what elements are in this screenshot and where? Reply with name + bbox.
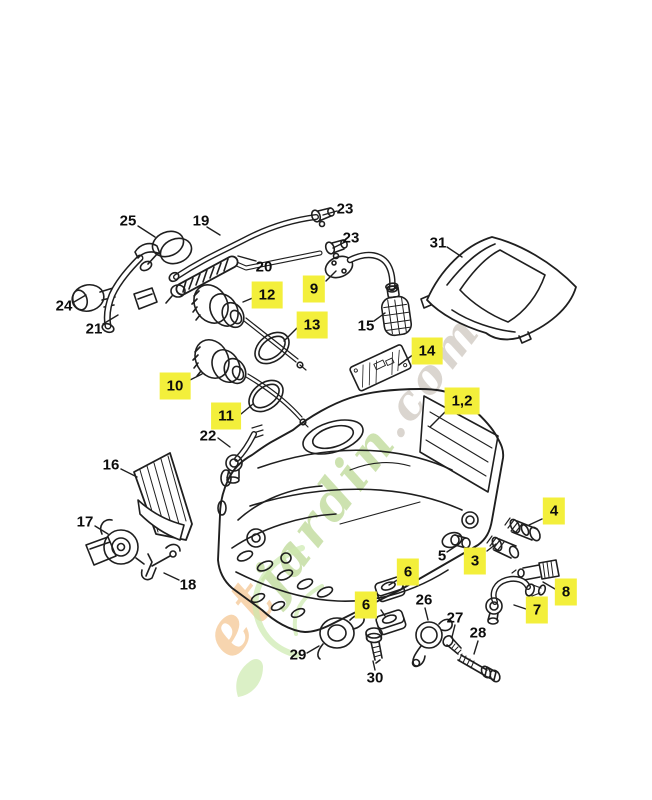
part-label-10[interactable]: 10: [159, 372, 191, 400]
part-label-30: 30: [366, 669, 384, 687]
part-label-25: 25: [119, 212, 137, 230]
part-10-oil-pump: [188, 334, 308, 427]
part-label-12[interactable]: 12: [251, 281, 283, 309]
part-label-26: 26: [415, 591, 433, 609]
part-label-29: 29: [289, 646, 307, 664]
part-23-upper-breather: [310, 207, 335, 226]
part-20-corrugated-hose: [166, 253, 320, 303]
part-7-elbow-fitting: [486, 579, 547, 624]
part-30-screw: [366, 628, 382, 663]
part-label-6-upper[interactable]: 6: [396, 558, 420, 586]
part-12-oil-pump: [187, 279, 306, 370]
part-label-4[interactable]: 4: [542, 497, 566, 525]
part-label-27: 27: [446, 609, 464, 627]
part-11-o-ring: [243, 374, 289, 418]
part-19-fuel-hose: [168, 217, 316, 283]
part-label-21: 21: [85, 320, 103, 338]
part-label-16: 16: [102, 456, 120, 474]
part-1-2-crankcase-housing: [218, 389, 503, 632]
part-26-bracket: [413, 619, 453, 666]
part-18-lever-clip: [142, 544, 180, 579]
part-label-22: 22: [199, 427, 217, 445]
part-14-label-plate: [349, 344, 412, 392]
part-label-5: 5: [437, 547, 447, 565]
watermark-leaf-swirls: [236, 548, 322, 697]
part-label-23-lower: 23: [342, 229, 360, 247]
part-label-31: 31: [429, 234, 447, 252]
part-label-23-upper: 23: [336, 200, 354, 218]
part-21-elbow-tube: [101, 244, 160, 334]
part-31-cover: [421, 237, 576, 343]
part-15-fuel-filter: [379, 281, 413, 336]
part-9-elbow-grommet: [322, 252, 397, 292]
part-label-13[interactable]: 13: [296, 311, 328, 339]
leader-lines: [74, 211, 555, 670]
part-27-screw: [441, 634, 461, 654]
part-label-24: 24: [55, 297, 73, 315]
part-label-20: 20: [255, 258, 273, 276]
part-label-28: 28: [469, 624, 487, 642]
part-label-6-lower[interactable]: 6: [354, 591, 378, 619]
part-8-adjusting-screw: [512, 560, 559, 580]
part-label-19: 19: [192, 212, 210, 230]
part-label-1,2[interactable]: 1,2: [444, 387, 480, 415]
part-16-ribbed-baffle: [134, 453, 192, 540]
part-4-valve: [505, 518, 542, 542]
part-label-14[interactable]: 14: [411, 337, 443, 365]
part-label-17: 17: [76, 513, 94, 531]
part-label-7[interactable]: 7: [525, 596, 549, 624]
part-label-15: 15: [357, 317, 375, 335]
part-label-9[interactable]: 9: [302, 275, 326, 303]
part-13-o-ring: [249, 326, 295, 370]
part-6-lower-buffer: [375, 609, 407, 635]
part-17-oil-pump-body: [86, 520, 144, 565]
part-25-plug: [139, 227, 196, 273]
part-22-elbow-connector: [226, 425, 263, 483]
part-28-bolt: [458, 654, 502, 683]
part-label-3[interactable]: 3: [463, 547, 487, 575]
part-label-18: 18: [179, 576, 197, 594]
part-label-11[interactable]: 11: [211, 402, 241, 430]
part-5-sleeve: [451, 535, 470, 548]
part-label-8[interactable]: 8: [554, 578, 578, 606]
